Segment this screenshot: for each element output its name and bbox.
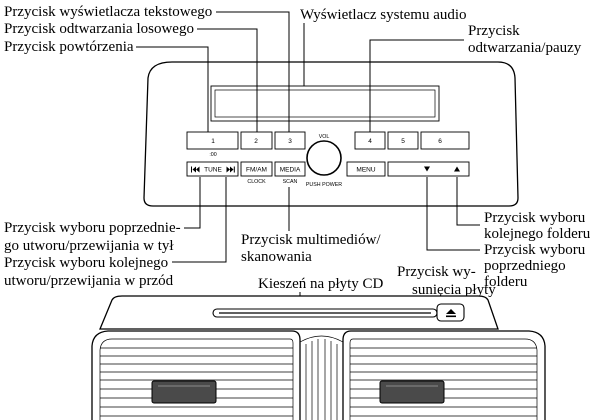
folder-up-icon [454,166,460,172]
menu-label: MENU [356,167,375,174]
label-prev-folder-line2: poprzedniego [484,258,566,274]
label-play-pause-line1: Przycisk [468,23,520,39]
seek-forward-icon [226,166,235,173]
label-next-folder-line1: Przycisk wyboru [484,210,586,226]
leader-random [197,28,258,132]
label-repeat-button: Przycisk powtórzenia [4,39,134,55]
media-label: MEDIA [280,167,301,174]
label-audio-display: Wyświetlacz systemu audio [300,7,467,23]
seek-back-icon [191,166,200,173]
preset-label-2: 2 [254,138,258,145]
preset-button-6 [420,131,470,150]
preset-buttons: 1 2 3 4 5 6 :00 [186,131,470,158]
label-prev-track-line1: Przycisk wyboru poprzednie- [4,220,181,236]
scan-label: SCAN [283,179,298,185]
right-vent-knob [379,380,445,404]
tune-label: TUNE [204,167,222,174]
label-play-pause-line2: odtwarzania/pauzy [468,40,582,56]
left-vent-knob [151,380,217,404]
tune-button [186,161,239,177]
label-random-button: Przycisk odtwarzania losowego [4,21,194,37]
label-media-scan-line2: skanowania [241,249,312,265]
media-button [274,161,306,177]
leader-next-folder [456,177,480,226]
push-power-label: PUSH POWER [306,182,342,188]
folder-down-icon [424,166,430,172]
label-next-folder-line2: kolejnego folderu [484,226,591,242]
label-eject-line2: sunięcia płyty [412,282,496,298]
fm-am-label: FM/AM [246,167,267,174]
leader-next-track [172,177,227,263]
label-media-scan-line1: Przycisk multimediów/ [241,232,381,248]
label-eject-line1: Przycisk wy- [397,264,476,280]
preset-button-5 [387,131,419,150]
label-cd-slot: Kieszeń na płyty CD [258,276,384,292]
preset-button-3 [274,131,306,150]
label-prev-track-line2: go utworu/przewijania w tył [4,238,174,254]
preset-label-4: 4 [368,138,372,145]
eject-icon [446,309,456,318]
preset-1-sublabel: :00 [209,152,216,158]
fm-am-button [240,161,273,177]
leader-prev-folder [426,177,480,251]
preset-button-1 [186,131,239,150]
volume-knob [306,140,342,176]
preset-label-6: 6 [438,138,442,145]
label-text-display-button: Przycisk wyświetlacza tekstowego [4,4,212,20]
label-prev-folder-line3: folderu [484,274,528,290]
leader-prev-track [184,177,201,229]
left-air-vent [91,330,301,420]
right-air-vent [342,330,546,420]
clock-label: CLOCK [247,179,266,185]
function-buttons: TUNE FM/AM CLOCK MEDIA SCAN MENU [186,161,470,185]
leader-text-display [216,11,290,132]
menu-button [346,161,386,177]
preset-label-3: 3 [288,138,292,145]
label-next-track-line2: utworu/przewijania w przód [4,273,174,289]
audio-display [210,85,440,122]
center-grille [299,335,344,420]
preset-label-1: 1 [211,138,215,145]
preset-label-5: 5 [401,138,405,145]
label-prev-folder-line1: Przycisk wyboru [484,242,586,258]
vol-label: VOL [319,134,330,140]
leader-play-pause [369,39,464,132]
label-next-track-line1: Przycisk wyboru kolejnego [4,255,168,271]
leader-repeat [136,46,209,132]
audio-display-inner [214,89,436,118]
